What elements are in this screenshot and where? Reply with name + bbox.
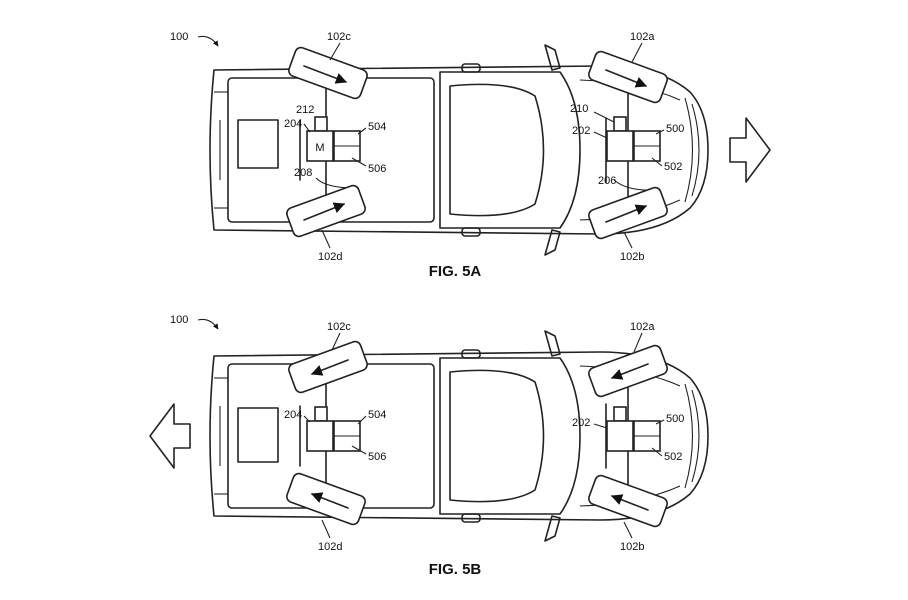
ref-102d: 102d — [318, 251, 342, 263]
rear-steering-assembly: M — [299, 85, 361, 215]
ref-102a: 102a — [630, 321, 655, 333]
ref-102d: 102d — [318, 541, 342, 553]
wheel-102a — [588, 50, 668, 104]
ref-100: 100 — [170, 31, 188, 43]
wheel-102b — [588, 474, 668, 528]
ref-502: 502 — [664, 161, 682, 173]
ref-504: 504 — [368, 121, 386, 133]
ref-208: 208 — [294, 167, 312, 179]
ref-202: 202 — [572, 125, 590, 137]
ref-212: 212 — [296, 104, 314, 116]
wheel-102d — [286, 184, 366, 238]
ref-500: 500 — [666, 123, 684, 135]
ref-102a: 102a — [630, 31, 655, 43]
ref-102b: 102b — [620, 251, 644, 263]
ref-204: 204 — [284, 118, 302, 130]
ref-102c: 102c — [327, 31, 351, 43]
ref-102c: 102c — [327, 321, 351, 333]
figure-5b: 100 102c 102a 102d 102b 204 504 506 202 … — [149, 314, 709, 578]
wheel-102c — [288, 46, 368, 100]
rear-steering-assembly — [299, 371, 361, 501]
wheel-102b — [588, 186, 668, 240]
ref-506: 506 — [368, 451, 386, 463]
motor-label: M — [315, 142, 324, 154]
front-steering-assembly — [605, 375, 661, 497]
ref-502: 502 — [664, 451, 682, 463]
ref-504: 504 — [368, 409, 386, 421]
front-steering-assembly — [605, 89, 661, 211]
wheel-102a — [588, 344, 668, 398]
caption-fig-5a: FIG. 5A — [429, 263, 482, 280]
ref-210: 210 — [570, 103, 588, 115]
ref-500: 500 — [666, 413, 684, 425]
ref-202: 202 — [572, 417, 590, 429]
wheel-102d — [286, 472, 366, 526]
ref-100: 100 — [170, 314, 188, 326]
ref-204: 204 — [284, 409, 302, 421]
ref-506: 506 — [368, 163, 386, 175]
caption-fig-5b: FIG. 5B — [429, 561, 482, 578]
direction-arrow-forward — [729, 117, 771, 183]
wheel-102c — [288, 340, 368, 394]
figure-5a: M — [170, 31, 771, 280]
ref-102b: 102b — [620, 541, 644, 553]
ref-206: 206 — [598, 175, 616, 187]
direction-arrow-reverse — [149, 403, 191, 469]
